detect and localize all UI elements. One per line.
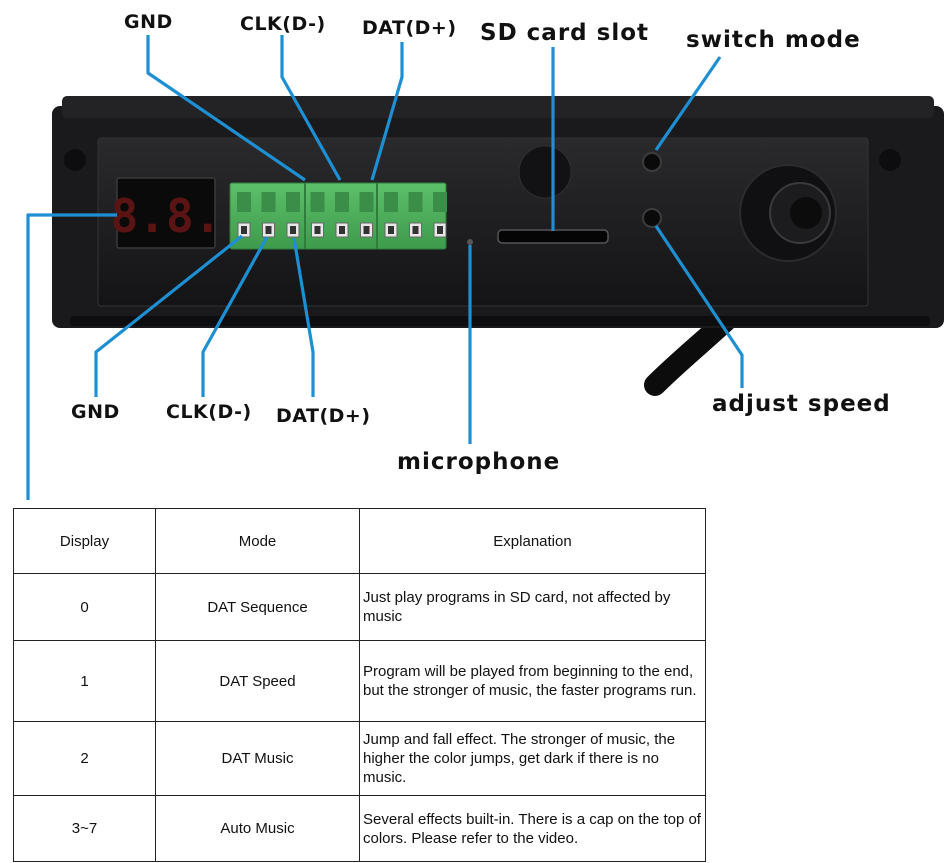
- table-row: 2 DAT Music Jump and fall effect. The st…: [13, 721, 706, 796]
- header-mode: Mode: [155, 508, 360, 574]
- table-row: 3~7 Auto Music Several effects built-in.…: [13, 795, 706, 862]
- label-microphone: microphone: [397, 449, 561, 475]
- terminal-screw: [237, 192, 251, 238]
- cell-mode: Auto Music: [155, 795, 360, 862]
- cell-mode: DAT Music: [155, 721, 360, 796]
- leader-bottom-gnd: [94, 234, 243, 397]
- header-explanation: Explanation: [359, 508, 706, 574]
- leader-bottom-dat: [292, 237, 315, 397]
- terminal-screw: [310, 192, 325, 238]
- terminal-screw: [286, 192, 300, 238]
- seven-segment-display: 8.8.: [111, 177, 222, 249]
- leader-lines: [26, 35, 744, 500]
- cell-explanation: Program will be played from beginning to…: [359, 640, 706, 722]
- table-header-row: Display Mode Explanation: [13, 508, 706, 574]
- terminal-screw: [433, 192, 447, 238]
- cell-mode: DAT Sequence: [155, 573, 360, 641]
- label-sd-card-slot: SD card slot: [480, 20, 650, 46]
- header-display: Display: [13, 508, 156, 574]
- terminal-screw: [384, 192, 398, 238]
- label-top-clk: CLK(D-): [240, 13, 326, 35]
- label-bottom-clk: CLK(D-): [166, 401, 252, 423]
- terminal-block: [229, 182, 447, 250]
- sd-card-slot: [497, 229, 609, 244]
- cable-gland: [739, 164, 837, 262]
- controller-device-diagram: 8.8.: [26, 35, 944, 500]
- leader-adjust-speed: [654, 225, 744, 388]
- terminal-screw: [359, 192, 374, 238]
- cell-display: 2: [13, 721, 156, 796]
- leader-switch-mode: [654, 56, 722, 151]
- switch-mode-button[interactable]: [642, 152, 662, 172]
- svg-text:8.8.: 8.8.: [111, 189, 222, 243]
- label-bottom-gnd: GND: [71, 401, 120, 423]
- device-housing: [52, 96, 944, 328]
- terminal-screw: [335, 192, 349, 238]
- label-top-gnd: GND: [124, 11, 173, 33]
- table-row: 1 DAT Speed Program will be played from …: [13, 640, 706, 722]
- leader-top-clk: [280, 35, 342, 181]
- cell-display: 3~7: [13, 795, 156, 862]
- label-top-dat: DAT(D+): [362, 17, 457, 39]
- terminal-screw: [408, 192, 423, 238]
- cell-explanation: Just play programs in SD card, not affec…: [359, 573, 706, 641]
- label-adjust-speed: adjust speed: [712, 391, 891, 417]
- cell-mode: DAT Speed: [155, 640, 360, 722]
- cell-explanation: Several effects built-in. There is a cap…: [359, 795, 706, 862]
- label-bottom-dat: DAT(D+): [276, 405, 371, 427]
- leader-top-gnd: [146, 35, 306, 182]
- terminal-screw: [261, 192, 276, 238]
- button-recess: [518, 145, 572, 199]
- cell-explanation: Jump and fall effect. The stronger of mu…: [359, 721, 706, 796]
- table-row: 0 DAT Sequence Just play programs in SD …: [13, 573, 706, 641]
- mode-table: Display Mode Explanation 0 DAT Sequence …: [13, 508, 706, 862]
- cell-display: 1: [13, 640, 156, 722]
- leader-bottom-clk: [201, 236, 269, 397]
- microphone-hole: [467, 239, 473, 245]
- label-switch-mode: switch mode: [686, 27, 861, 53]
- leader-top-dat: [370, 42, 404, 181]
- cell-display: 0: [13, 573, 156, 641]
- leader-display: [26, 213, 117, 500]
- adjust-speed-button[interactable]: [642, 208, 662, 228]
